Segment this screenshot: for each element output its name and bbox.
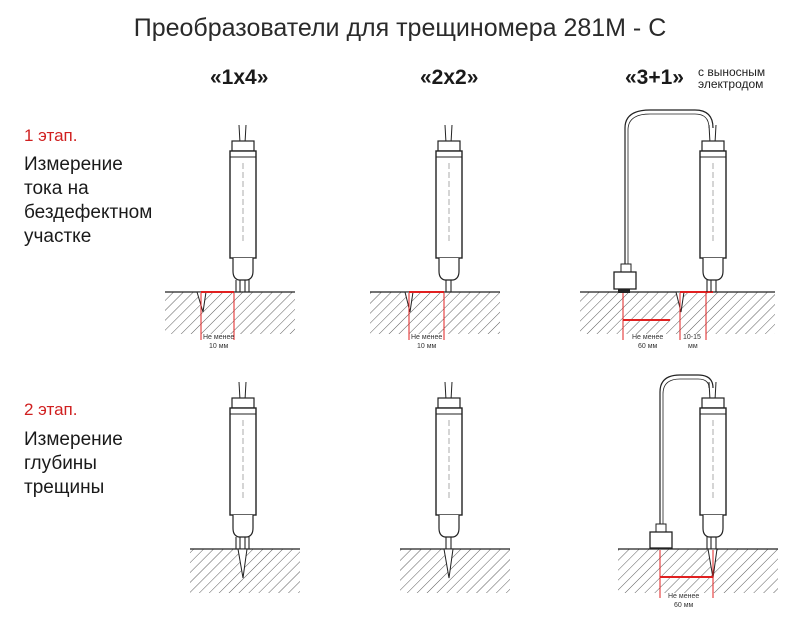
column-note-line2: электродом xyxy=(698,77,764,91)
page-title: Преобразователи для трещиномера 281М - С xyxy=(133,14,667,42)
dim-text-1x4: Не менее xyxy=(203,334,234,341)
ground-2x2-stage1 xyxy=(370,291,500,340)
dim-text-2x2: 10 мм xyxy=(417,343,437,350)
stage-1-description: Измерение тока на бездефектном участке xyxy=(24,153,152,249)
dim-text-range: мм xyxy=(688,343,698,350)
stage-1-line: тока на xyxy=(24,178,89,199)
stage-2-line: Измерение xyxy=(24,429,123,450)
dim-text-range: 10-15 xyxy=(683,334,701,341)
ground-3plus1-stage1 xyxy=(580,291,775,340)
ground-2x2-stage2 xyxy=(400,548,510,593)
stage-1-label: 1 этап. xyxy=(24,126,78,145)
stage-2-description: Измерение глубины трещины xyxy=(24,428,123,500)
remote-electrode-stage2 xyxy=(649,374,714,549)
stage-2-line: глубины xyxy=(24,453,97,474)
stage-1-line: участке xyxy=(24,226,92,247)
stage-2-label: 2 этап. xyxy=(24,400,78,419)
column-note-line1: с выносным xyxy=(698,65,766,79)
stage-2-line: трещины xyxy=(24,477,105,498)
dim-text-3plus1-stage2: 60 мм xyxy=(674,602,694,609)
ground-1x4-stage2 xyxy=(190,548,300,593)
dim-text-1x4: 10 мм xyxy=(209,343,229,350)
dim-text-2x2: Не менее xyxy=(411,334,442,341)
ground-3plus1-stage2 xyxy=(618,548,778,598)
dim-text-3plus1: 60 мм xyxy=(638,343,658,350)
column-label-3plus1: «3+1» xyxy=(625,66,684,89)
remote-electrode-stage1 xyxy=(613,109,714,293)
dim-text-3plus1-stage2: Не менее xyxy=(668,593,699,600)
ground-1x4-stage1 xyxy=(165,291,295,340)
stage-1-line: Измерение xyxy=(24,154,123,175)
stage-1-line: бездефектном xyxy=(24,202,153,223)
column-label-2x2: «2х2» xyxy=(420,66,479,89)
column-label-1x4: «1х4» xyxy=(210,66,269,89)
dim-text-3plus1: Не менее xyxy=(632,334,663,341)
